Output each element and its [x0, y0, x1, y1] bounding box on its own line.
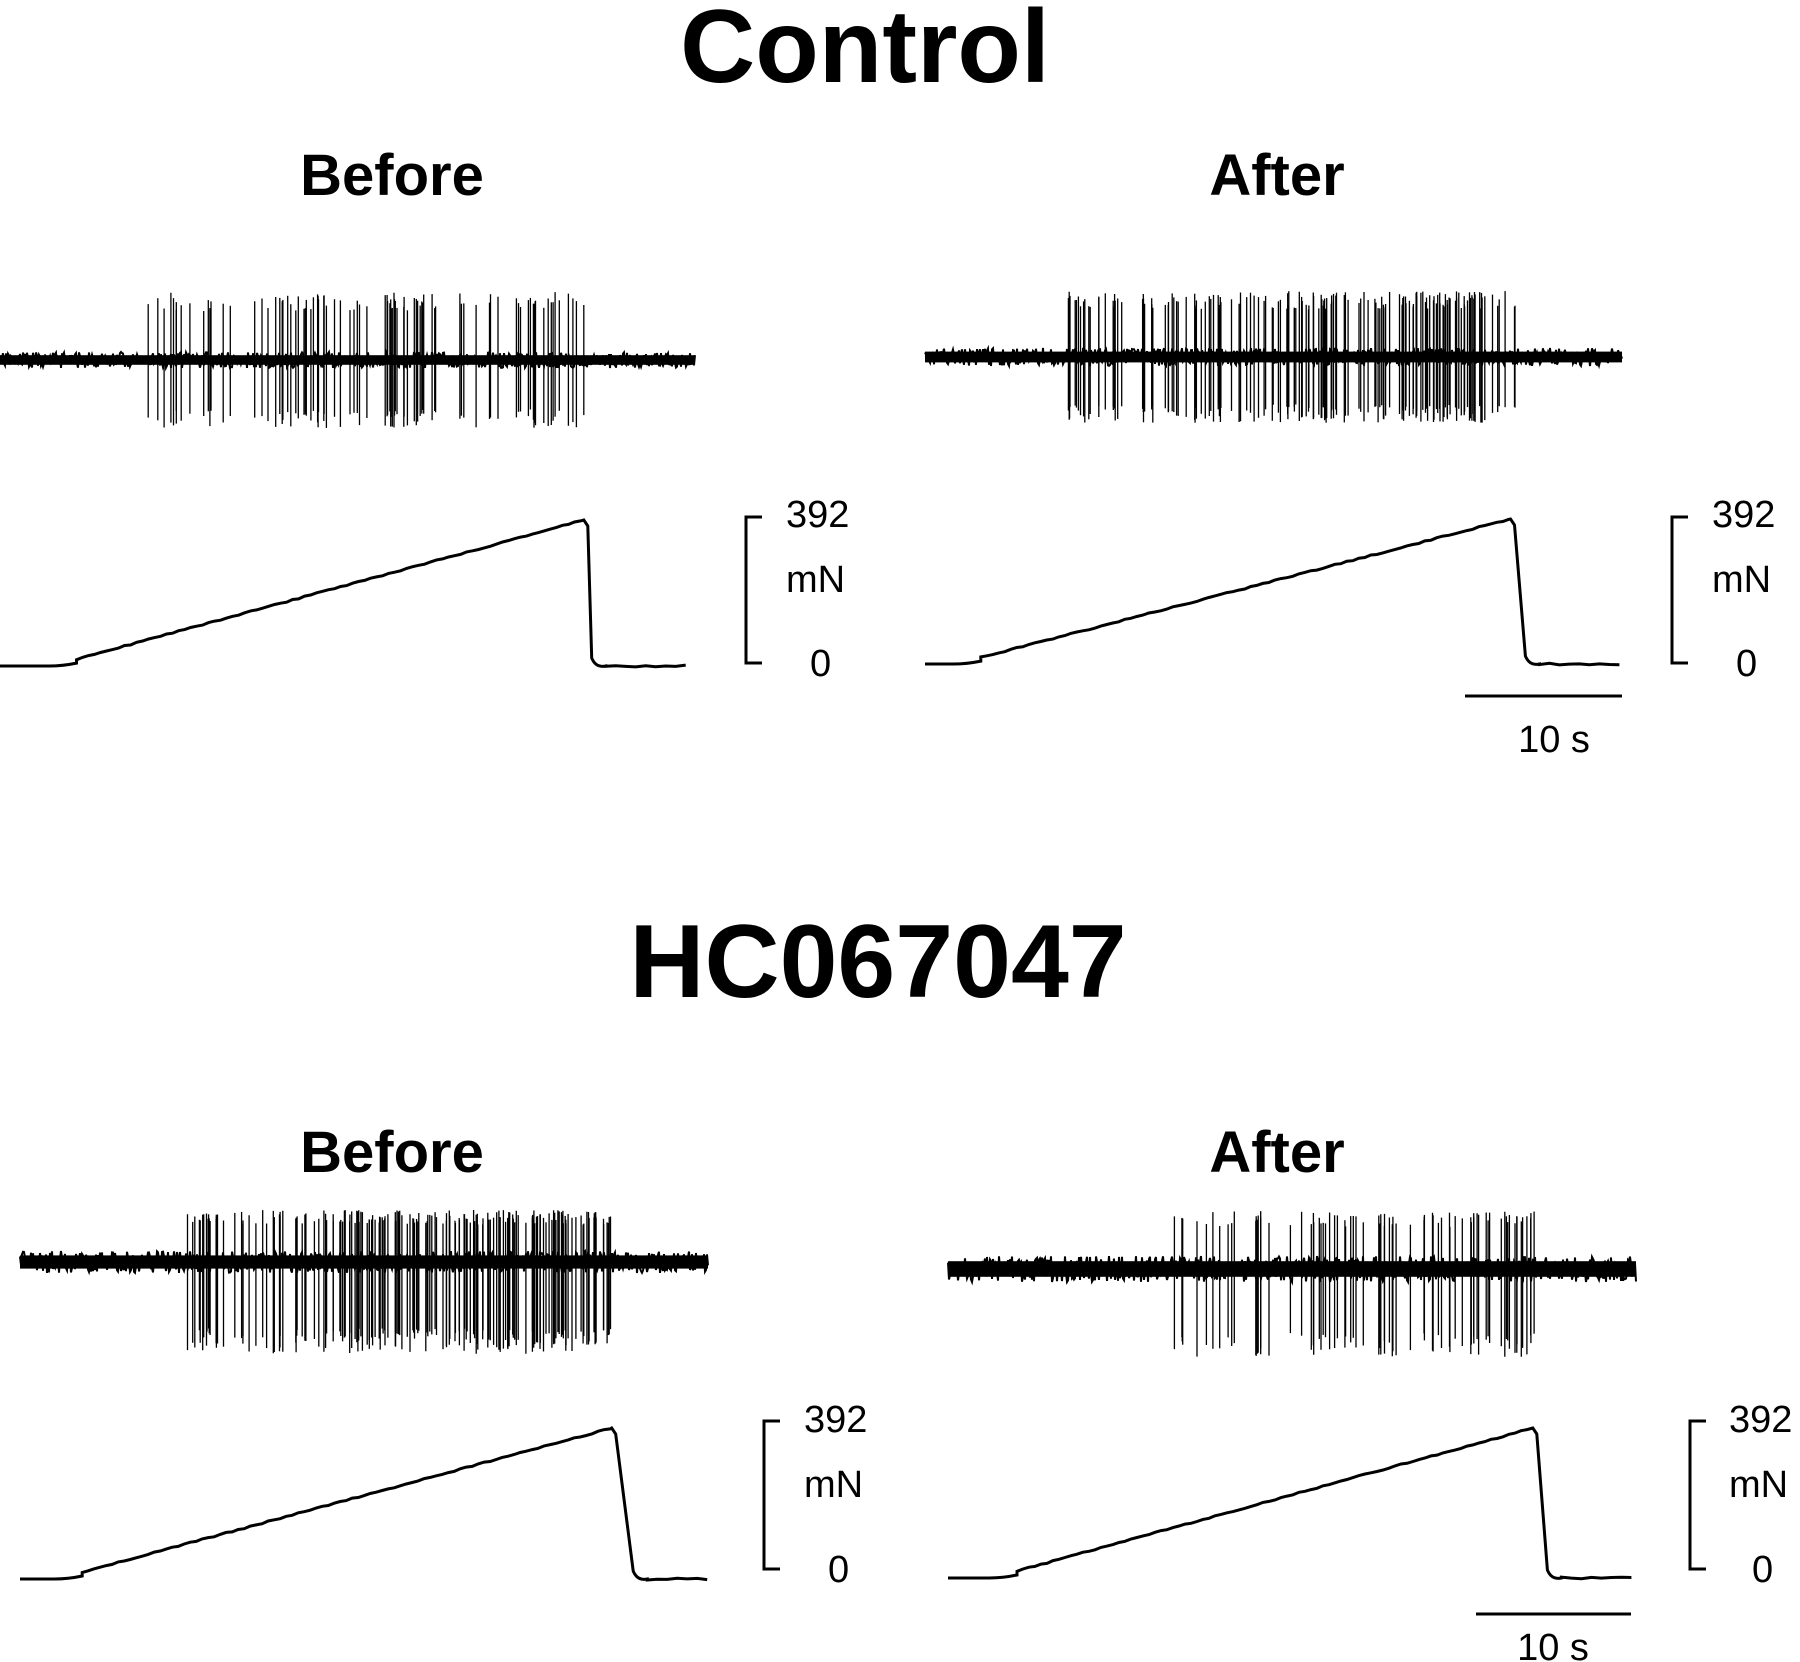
- force-scale-top: 392: [786, 494, 849, 536]
- force-scale-unit: mN: [804, 1464, 863, 1506]
- emg-baseline-core: [948, 1261, 1636, 1277]
- time-scale-label: 10 s: [1518, 719, 1590, 761]
- force-scale-bottom: 0: [1752, 1549, 1773, 1591]
- group-title-hc067047: HC067047: [629, 904, 1126, 1020]
- force-scale-unit: mN: [786, 559, 845, 601]
- force-scale-bottom: 0: [1736, 643, 1757, 685]
- panel-label: Before: [300, 143, 484, 208]
- force-trace: [20, 1425, 708, 1582]
- emg-baseline-core: [20, 1255, 708, 1269]
- force-scale-bar: 392 mN 0: [762, 1399, 867, 1591]
- emg-spike-trace: [0, 292, 696, 428]
- force-trace: [0, 518, 686, 669]
- emg-spike-trace: [947, 1211, 1637, 1357]
- force-scale-bottom: 0: [810, 643, 831, 685]
- panel-hc-before: Before 392 mN 0: [19, 1120, 867, 1591]
- panel-hc-after: After 392 mN 0 10 s: [947, 1120, 1792, 1662]
- force-scale-top: 392: [804, 1399, 867, 1441]
- force-scale-bar: 392 mN 0: [744, 494, 849, 685]
- force-scale-top: 392: [1729, 1399, 1792, 1441]
- time-scale-label: 10 s: [1517, 1627, 1589, 1662]
- force-scale-bottom: 0: [828, 1549, 849, 1591]
- force-scale-bar: 392 mN 0: [1688, 1399, 1792, 1591]
- time-scale-bar: 10 s: [1465, 694, 1622, 761]
- emg-spike-trace: [924, 291, 1623, 423]
- group-title-control: Control: [680, 0, 1050, 105]
- time-scale-bar: 10 s: [1476, 1612, 1631, 1662]
- emg-baseline-core: [0, 355, 695, 365]
- force-trace: [925, 517, 1620, 667]
- force-scale-unit: mN: [1712, 559, 1771, 601]
- panel-control-before: Before 392 mN 0: [0, 143, 849, 685]
- force-scale-unit: mN: [1729, 1464, 1788, 1506]
- panel-control-after: After 392 mN 0 10 s: [924, 143, 1775, 761]
- panel-label: After: [1209, 1120, 1344, 1185]
- panel-label: Before: [300, 1120, 484, 1185]
- emg-spike-trace: [19, 1210, 709, 1354]
- force-trace: [948, 1426, 1632, 1581]
- force-scale-bar: 392 mN 0: [1670, 494, 1775, 685]
- force-scale-bracket: [1688, 1419, 1706, 1571]
- force-scale-bracket: [744, 515, 762, 665]
- force-scale-bracket: [762, 1419, 780, 1571]
- force-scale-bracket: [1670, 515, 1688, 665]
- panel-label: After: [1209, 143, 1344, 208]
- force-scale-top: 392: [1712, 494, 1775, 536]
